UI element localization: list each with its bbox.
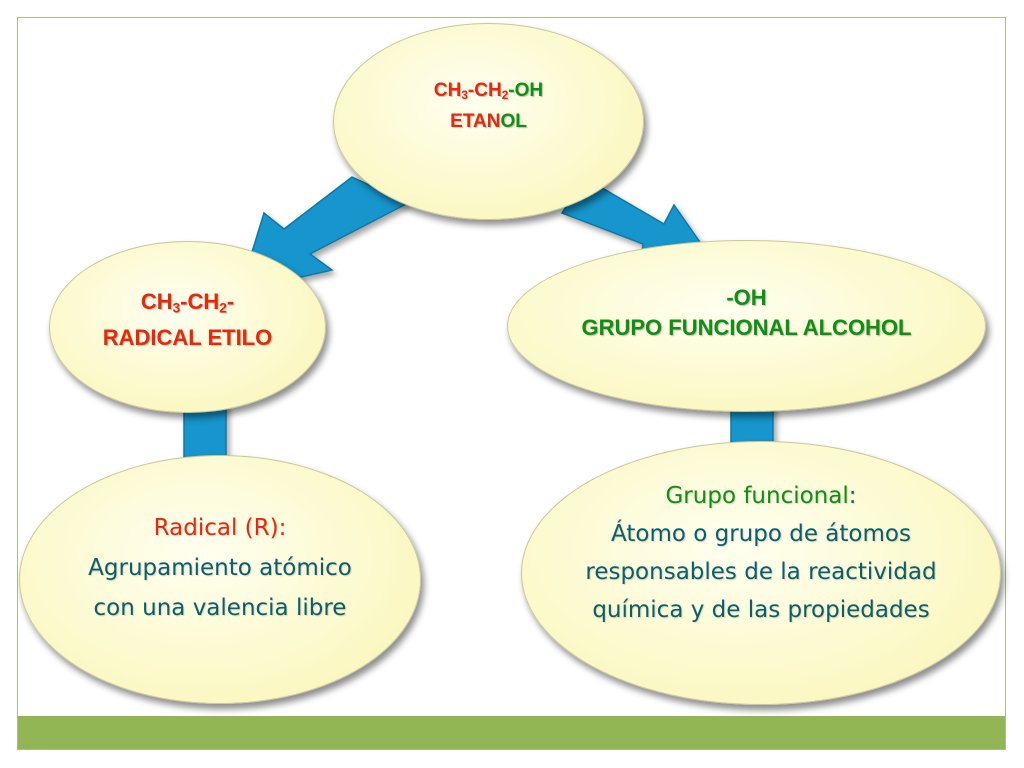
hydroxyl-formula: -OH [726,285,767,310]
formula-subscript: 3 [461,88,468,102]
ethanol-formula: CH3-CH2-OH [434,78,543,109]
radical-formula: CH3-CH2- [141,287,234,323]
formula-part: CH [433,80,462,102]
hydroxyl-part: -OH [508,80,544,102]
name-root: ETAN [450,110,501,132]
functional-group-definition-line: responsables de la reactividad [585,559,937,585]
ethanol-name: ETANOL [450,109,527,135]
ethanol-ellipse: CH3-CH2-OH ETANOL [333,23,644,220]
formula-part: -CH [467,80,502,102]
functional-group-name: GRUPO FUNCIONAL ALCOHOL [581,315,912,340]
functional-group-definition-line: Átomo o grupo de átomos [611,521,911,547]
functional-group-ellipse: -OH GRUPO FUNCIONAL ALCOHOL [507,240,986,412]
formula-part: -CH [180,288,220,314]
radical-definition-ellipse: Radical (R): Agrupamiento atómico con un… [19,455,421,704]
functional-group-definition-ellipse: Grupo funcional: Átomo o grupo de átomos… [521,441,1001,705]
definition-title-colon: : [848,483,857,509]
name-suffix: OL [500,110,527,132]
radical-definition-line: con una valencia libre [93,594,347,621]
radical-definition-line: Agrupamiento atómico [88,554,352,581]
footer-bar [18,716,1005,749]
radical-name: RADICAL ETILO [102,325,273,351]
radical-ellipse: CH3-CH2- RADICAL ETILO [49,241,326,413]
functional-group-definition-title: Grupo funcional: [665,479,856,513]
formula-subscript: 3 [172,300,181,316]
functional-group-definition-line: química y de las propiedades [592,597,930,623]
radical-definition-title: Radical (R): [153,514,287,541]
formula-subscript: 2 [219,300,227,316]
slide-frame [17,17,1006,750]
formula-part: CH [140,288,173,314]
formula-subscript: 2 [501,88,509,102]
definition-title-text: Grupo funcional [665,483,849,509]
formula-part: - [226,288,235,314]
